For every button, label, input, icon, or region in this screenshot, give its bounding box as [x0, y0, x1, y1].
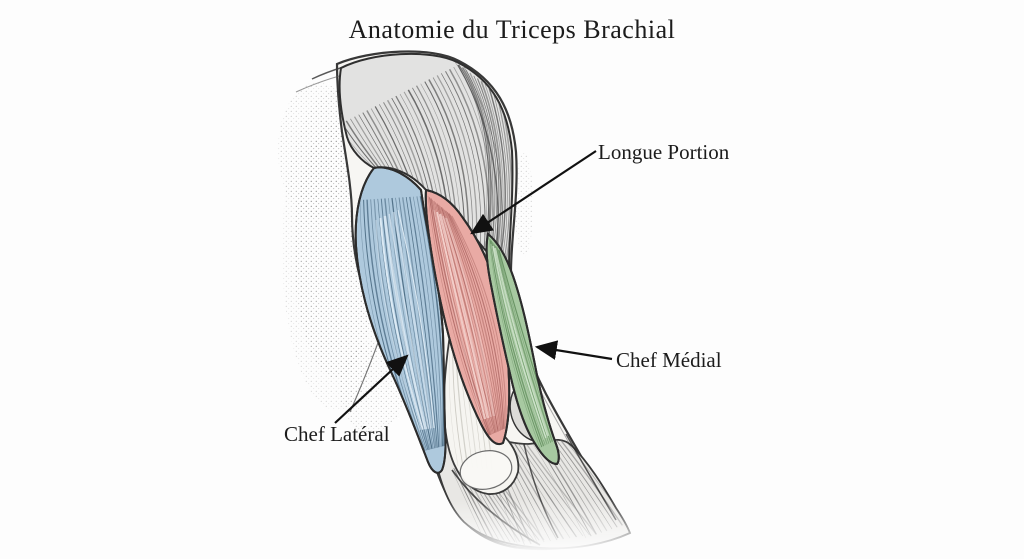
chef-medial-outline — [485, 232, 560, 466]
figure-title: Anatomie du Triceps Brachial — [348, 15, 676, 44]
longue-portion-fibers — [427, 195, 507, 437]
arrow-chef-lateral — [334, 354, 409, 424]
label-chef-lateral: Chef Latéral — [284, 422, 390, 446]
label-longue-portion: Longue Portion — [598, 140, 730, 164]
arrow-longue-portion — [470, 150, 597, 235]
annotation-arrows — [334, 150, 613, 424]
arrow-chef-medial — [534, 340, 613, 361]
forearm-division-lines — [451, 433, 617, 546]
label-chef-medial: Chef Médial — [616, 348, 722, 372]
chef-lateral-fibers — [359, 195, 446, 453]
longue-portion-outline — [424, 188, 511, 445]
olecranon — [459, 450, 513, 490]
chef-lateral-outline — [354, 166, 447, 474]
